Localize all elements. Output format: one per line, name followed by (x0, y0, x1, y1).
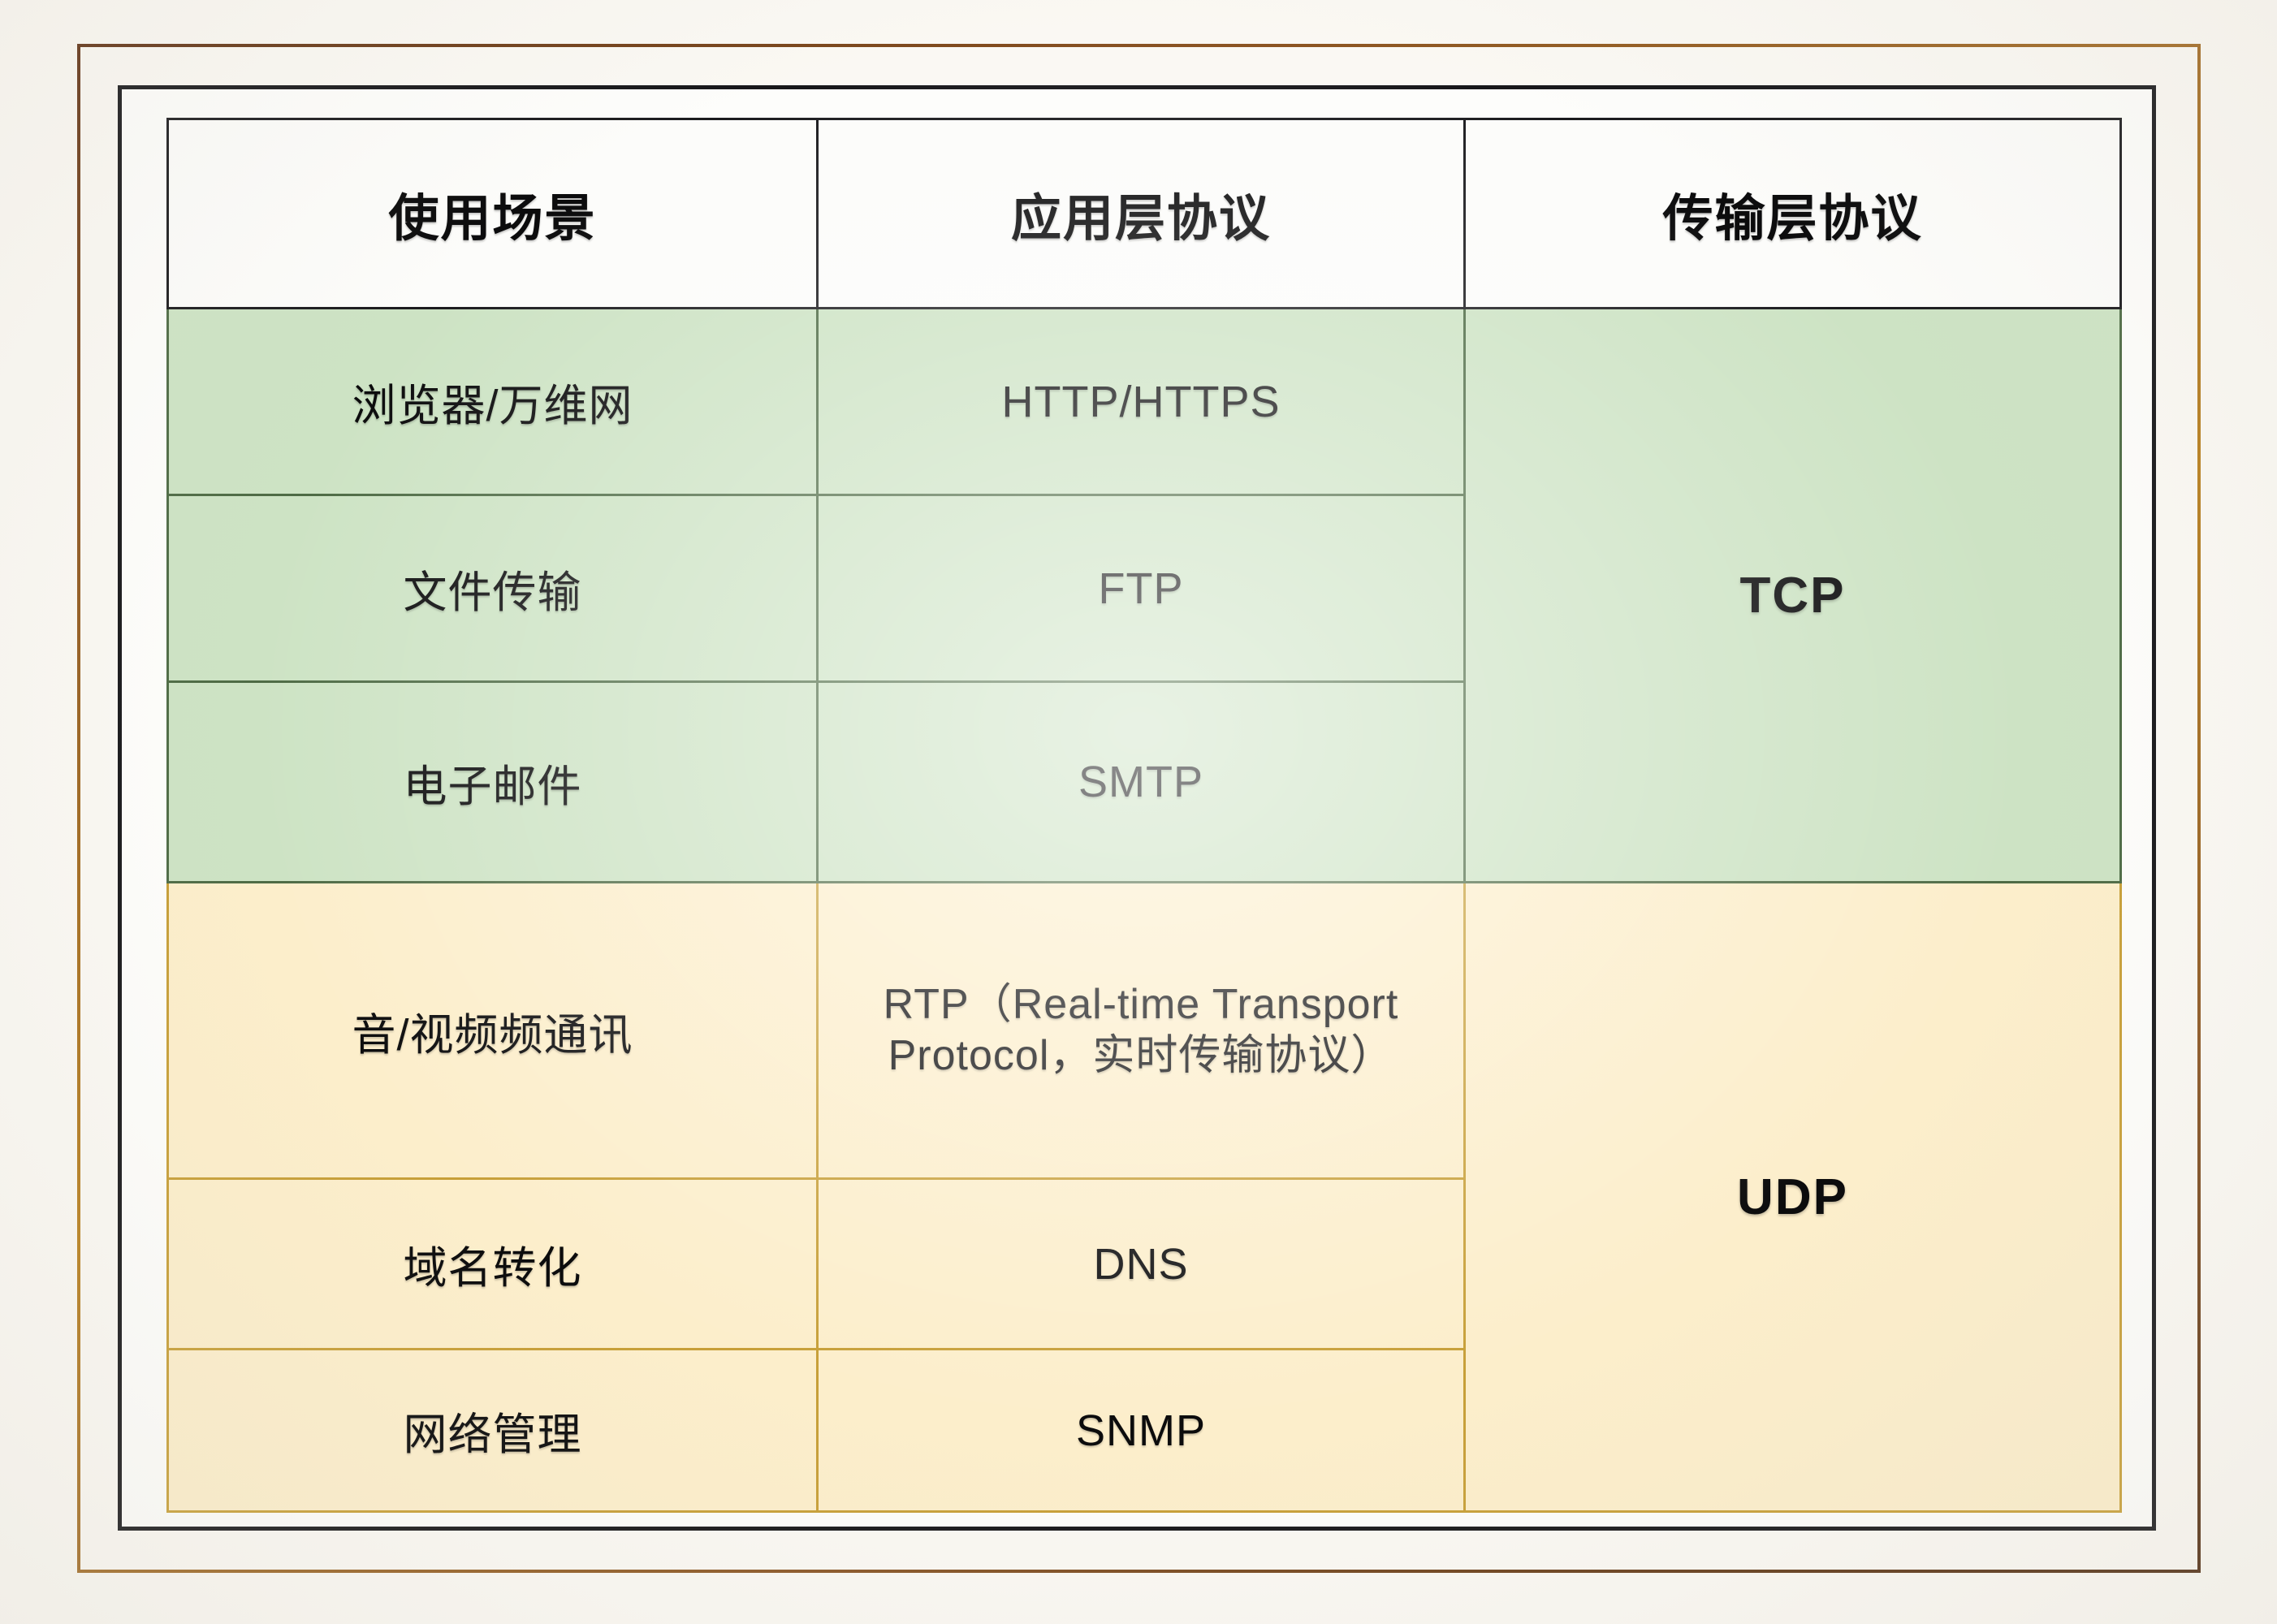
cell-scenario: 音/视频频通讯 (166, 881, 819, 1180)
cell-scenario: 域名转化 (166, 1177, 819, 1350)
cell-application-protocol: SNMP (816, 1348, 1466, 1513)
page-watermark (503, 1582, 1770, 1603)
column-header-transport-protocol: 传输层协议 (1463, 118, 2122, 309)
table-row: 文件传输 FTP (166, 494, 2121, 683)
protocol-comparison-table: 使用场景 应用层协议 传输层协议 浏览器/万维网 HTTP/HTTPS TCP … (166, 118, 2122, 1513)
table-row: 浏览器/万维网 HTTP/HTTPS TCP (166, 307, 2122, 883)
cell-scenario: 电子邮件 (166, 680, 819, 883)
cell-scenario: 网络管理 (166, 1348, 819, 1513)
table-row: 网络管理 SNMP (166, 1348, 2121, 1513)
cell-application-protocol: SMTP (816, 680, 1466, 883)
cell-scenario: 浏览器/万维网 (166, 307, 819, 496)
column-header-scenario: 使用场景 (166, 118, 819, 309)
cell-transport-protocol-tcp: TCP (1463, 307, 2122, 883)
table-row: 电子邮件 SMTP (166, 680, 2121, 883)
rtp-protocol-text: RTP（Real-time Transport Protocol，实时传输协议） (883, 980, 1399, 1079)
cell-application-protocol: DNS (816, 1177, 1466, 1350)
cell-transport-protocol-udp: UDP (1463, 881, 2122, 1513)
column-header-application-protocol: 应用层协议 (816, 118, 1466, 309)
table-header-row: 使用场景 应用层协议 传输层协议 (166, 118, 2122, 309)
table-row: 域名转化 DNS (166, 1177, 2121, 1350)
cell-scenario: 文件传输 (166, 494, 819, 683)
table-row: 音/视频频通讯 RTP（Real-time Transport Protocol… (166, 881, 2122, 1513)
cell-application-protocol: RTP（Real-time Transport Protocol，实时传输协议） (816, 881, 1466, 1180)
cell-application-protocol: FTP (816, 494, 1466, 683)
cell-application-protocol: HTTP/HTTPS (816, 307, 1466, 496)
